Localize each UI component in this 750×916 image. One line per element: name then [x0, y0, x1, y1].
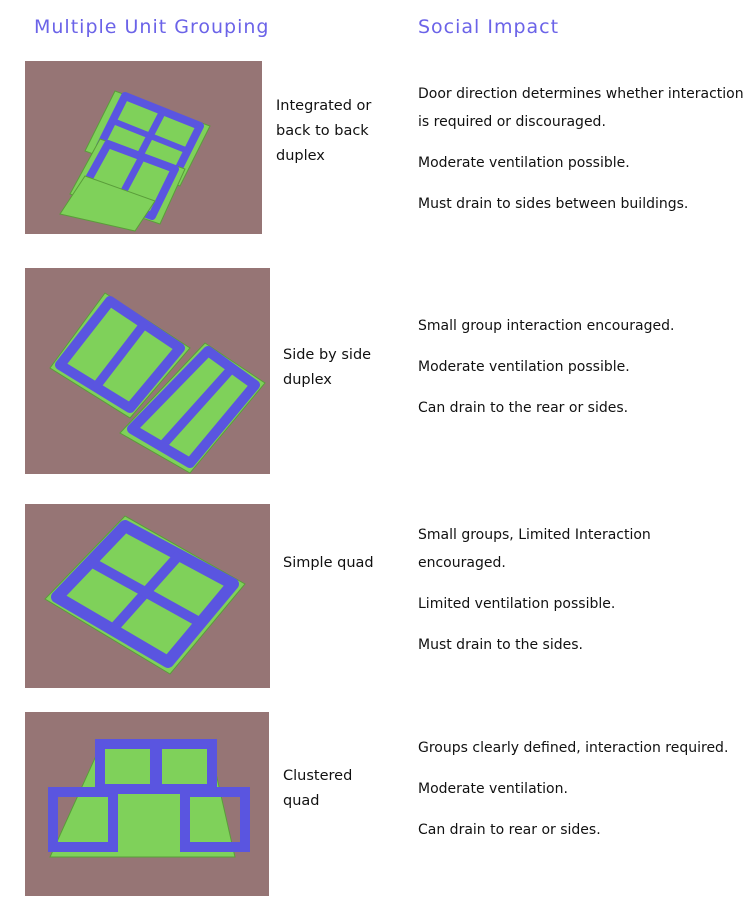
grouping-heading: Multiple Unit Grouping [34, 16, 270, 38]
row-impact: Small group interaction encouraged. Mode… [418, 318, 675, 416]
clustered-quad-image [25, 712, 269, 896]
row-impact: Groups clearly defined, interaction requ… [418, 740, 729, 838]
row-impact: Small groups, Limited Interaction encour… [418, 527, 651, 653]
impact-heading: Social Impact [418, 16, 560, 38]
integrated-duplex-image [25, 61, 262, 234]
row-impact: Door direction determines whether intera… [418, 86, 744, 212]
row-label: Simple quad [283, 555, 374, 571]
simple-quad-image [25, 504, 270, 688]
side-by-side-duplex-image [25, 268, 270, 474]
